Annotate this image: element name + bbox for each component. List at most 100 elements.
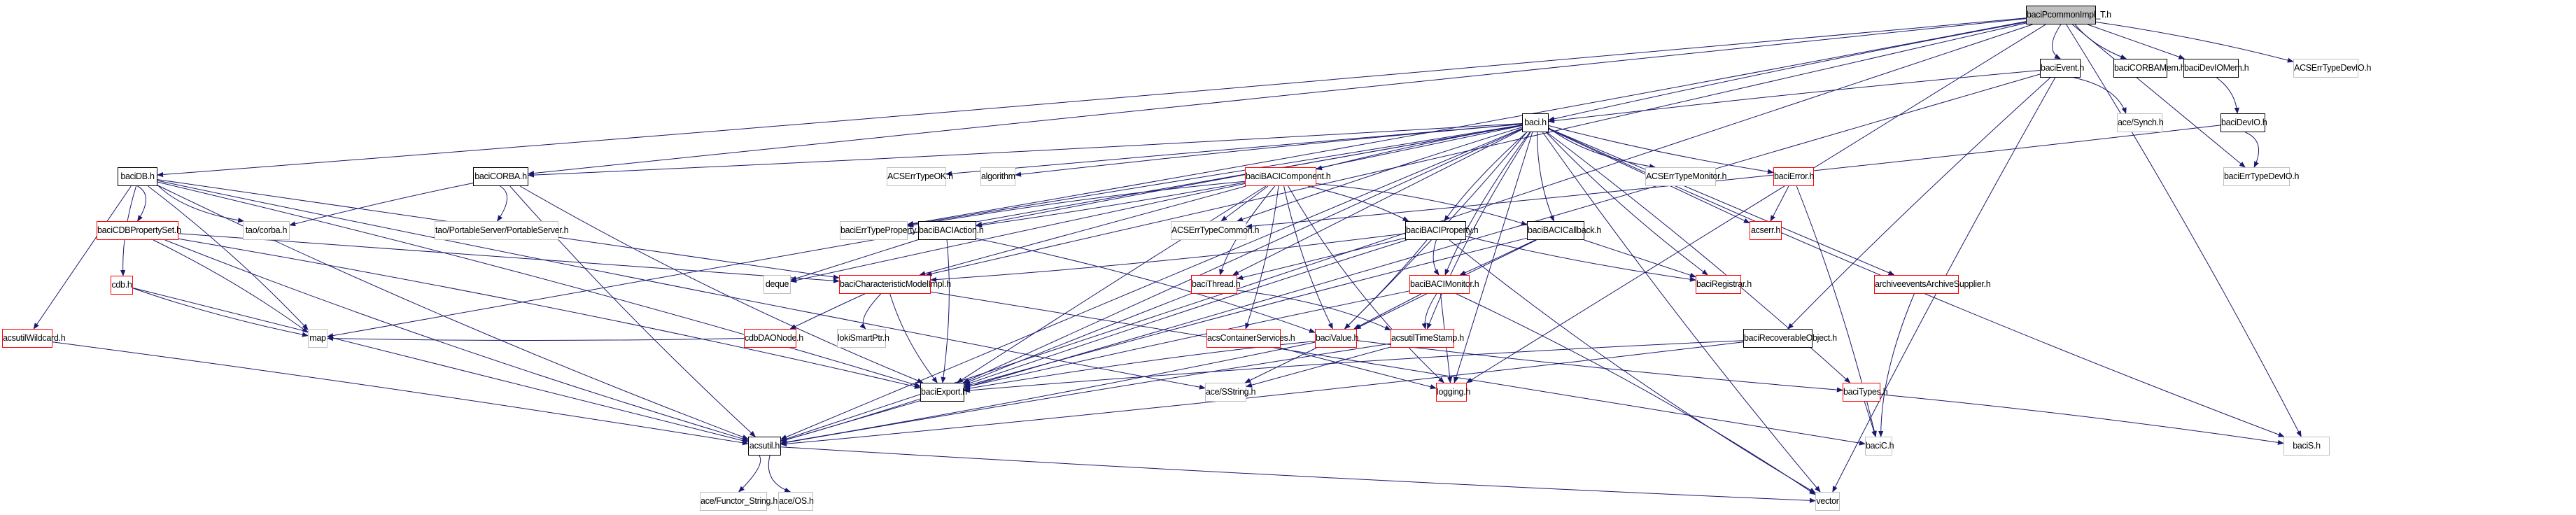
edge-baciBACIComponent-to-baciBACIProperty: [1307, 185, 1409, 222]
edge-baciCORBA-to-taoCorba: [289, 183, 474, 227]
graph-node-baci-pcommon-impl-t[interactable]: baciPcommonImpl_T.h: [2026, 6, 2111, 24]
edge-baci-to-algorithm: [1015, 123, 1523, 177]
graph-node-baci-recoverable-object[interactable]: baciRecoverableObject.h: [1743, 329, 1837, 348]
graph-node-loki-smart-ptr[interactable]: lokiSmartPtr.h: [837, 329, 889, 348]
graph-node-acsutil[interactable]: acsutil.h: [748, 437, 781, 456]
edge-baciEvent-to-baci: [1548, 70, 2041, 124]
edge-baciBACIComponent-to-baciExport: [956, 185, 1267, 383]
graph-node-baci-baciaction[interactable]: baciBACIAction.h: [918, 221, 984, 240]
edge-baciPcommonImpl_T-to-baciErrTypeDevIO: [2072, 24, 2246, 168]
edge-baciEvent-to-aceSynch: [2074, 77, 2127, 114]
graph-node-logging[interactable]: logging.h: [1436, 383, 1470, 402]
graph-node-baci-error[interactable]: baciError.h: [1773, 167, 1814, 186]
edge-baciPcommonImpl_T-to-baciErrTypeProperty: [907, 21, 2027, 226]
edge-baciError-to-acserr: [1770, 185, 1789, 222]
graph-node-vector[interactable]: vector: [1815, 492, 1840, 511]
graph-node-ace-synch[interactable]: ace/Synch.h: [2117, 113, 2164, 132]
graph-node-baci-bacicomponent[interactable]: baciBACIComponent.h: [1245, 167, 1331, 186]
graph-node-baci-baciproperty[interactable]: baciBACIProperty.h: [1405, 221, 1479, 240]
edge-baciPcommonImpl_T-to-baciCORBAMem: [2074, 24, 2127, 59]
graph-node-algorithm[interactable]: algorithm: [980, 167, 1015, 186]
edge-baci-to-baciBACIProperty: [1444, 132, 1527, 222]
edge-baciEvent-to-baciRecoverableObject: [1787, 77, 2051, 330]
graph-node-acserr-type-ok[interactable]: ACSErrTypeOK.h: [887, 167, 953, 186]
graph-node-baci-types[interactable]: baciTypes.h: [1843, 383, 1888, 402]
graph-node-cdb-daonode[interactable]: cdbDAONode.h: [744, 329, 803, 348]
graph-node-baci-value[interactable]: baciValue.h: [1315, 329, 1358, 348]
graph-node-baci-export[interactable]: baciExport.h: [920, 383, 967, 402]
edge-baciDevIO-to-baciErrTypeDevIO: [2245, 132, 2260, 168]
edge-baciBACICallback-to-baciBACIMonitor: [1459, 239, 1536, 276]
edge-archiveeventsArchiveSupplier-to-baciC: [1878, 293, 1915, 437]
edge-baci-to-baciBACICallback: [1537, 132, 1554, 222]
graph-node-acserr[interactable]: acserr.h: [1750, 221, 1782, 240]
graph-node-cdb[interactable]: cdb.h: [111, 276, 133, 295]
edge-acsutil-to-vector: [780, 446, 1816, 503]
edge-baciDB-to-baciCDBPropertySet: [137, 185, 146, 222]
edge-baciDB-to-acsutilWildcard: [33, 185, 132, 330]
edge-baciBACIComponent-to-logging: [1288, 185, 1444, 383]
graph-node-baci-cdbproperty-set[interactable]: baciCDBPropertySet.h: [97, 221, 181, 240]
edge-baciBACIAction-to-baciExport: [941, 239, 950, 383]
edge-acsutilTimeStamp-to-acsutil: [780, 343, 1391, 445]
graph-node-baci-dev-iomem[interactable]: baciDevIOMem.h: [2183, 59, 2249, 78]
edge-baciCDBPropertySet-to-acsutil: [164, 239, 749, 442]
edge-baciPcommonImpl_T-to-baciEvent: [2052, 24, 2062, 59]
graph-node-baci-bacicallback[interactable]: baciBACICallback.h: [1527, 221, 1601, 240]
graph-node-ace-functor-string[interactable]: ace/Functor_String.h: [700, 492, 777, 511]
graph-node-acsutil-time-stamp[interactable]: acsutilTimeStamp.h: [1391, 329, 1464, 348]
graph-node-baci[interactable]: baci.h: [1522, 113, 1549, 132]
graph-node-baci-event[interactable]: baciEvent.h: [2040, 59, 2084, 78]
graph-node-tao-corba[interactable]: tao/corba.h: [243, 221, 290, 240]
graph-node-ace-os[interactable]: ace/OS.h: [778, 492, 814, 511]
edge-baciBACIComponent-to-acsContainerServices: [1245, 185, 1279, 330]
graph-node-baci-err-type-property[interactable]: baciErrTypeProperty.h: [840, 221, 922, 240]
graph-node-baci-c[interactable]: baciC.h: [1865, 437, 1894, 456]
edge-acsutilTimeStamp-to-aceSString: [1246, 346, 1391, 388]
graph-node-acserr-type-dev-io[interactable]: ACSErrTypeDevIO.h: [2293, 59, 2372, 78]
graph-node-acsutil-wildcard[interactable]: acsutilWildcard.h: [2, 329, 66, 348]
edge-baciBACIAction-to-baciValue: [976, 238, 1316, 333]
graph-node-ace-sstring[interactable]: ace/SString.h: [1205, 383, 1255, 402]
graph-node-acserr-type-monitor[interactable]: ACSErrTypeMonitor.h: [1645, 167, 1726, 186]
edge-acsutilWildcard-to-acsutil: [52, 341, 749, 446]
edge-baciBACICallback-to-baciRegistrar: [1584, 239, 1696, 278]
graph-node-deque[interactable]: deque: [763, 275, 791, 294]
edge-baci-to-baciRegistrar: [1545, 132, 1708, 276]
graph-node-baci-s[interactable]: baciS.h: [2283, 437, 2330, 456]
graph-node-baci-corba[interactable]: baciCORBA.h: [473, 167, 528, 186]
edge-baciPcommonImpl_T-to-baciS: [2066, 24, 2302, 437]
edge-baciExport-to-acsutil: [780, 398, 921, 442]
graph-node-baci-err-type-dev-io[interactable]: baciErrTypeDevIO.h: [2223, 167, 2299, 186]
edge-baciCORBA-to-taoPortableServer: [497, 185, 507, 222]
edge-baciDB-to-aceSString: [157, 180, 1206, 390]
edge-baciDB-to-map: [148, 185, 309, 330]
edge-baciPcommonImpl_T-to-ACSErrTypeDevIO: [2095, 22, 2294, 63]
edge-baci-to-ACSErrTypeCommon: [1237, 127, 1523, 222]
edge-baciBACIProperty-to-baciBACIMonitor: [1433, 239, 1440, 276]
graph-node-tao-portable-server[interactable]: tao/PortableServer/PortableServer.h: [435, 221, 569, 240]
edge-baciThread-to-acsutilTimeStamp: [1237, 290, 1391, 331]
graph-node-baci-registrar[interactable]: baciRegistrar.h: [1696, 275, 1752, 294]
graph-node-map[interactable]: map: [308, 329, 328, 348]
graph-node-baci-db[interactable]: baciDB.h: [118, 167, 157, 186]
edge-baciBACIProperty-to-baciRegistrar: [1465, 236, 1696, 282]
graph-node-baci-characteristic-model-impl[interactable]: baciCharacteristicModelImpl.h: [839, 275, 951, 294]
graph-node-baci-dev-io[interactable]: baciDevIO.h: [2220, 113, 2267, 132]
edge-baci-to-baciErrTypeProperty: [907, 125, 1523, 227]
graph-node-baci-thread[interactable]: baciThread.h: [1191, 275, 1241, 294]
graph-node-baci-bacimonitor[interactable]: baciBACIMonitor.h: [1409, 275, 1479, 294]
edge-baciBACIMonitor-to-baciValue: [1353, 293, 1422, 330]
graph-node-acserr-type-common[interactable]: ACSErrTypeCommon.h: [1171, 221, 1260, 240]
edge-cdb-to-acsutil: [132, 288, 749, 444]
graph-node-baci-corbamem[interactable]: baciCORBAMem.h: [2113, 59, 2186, 78]
edge-baci-to-baciExport: [962, 128, 1523, 383]
edge-baciPcommonImpl_T-to-logging: [1466, 24, 2046, 383]
edge-baciCharacteristicModelImpl-to-cdbDAONode: [789, 293, 865, 330]
edge-baciBACIComponent-to-baciCharacteristicModelImpl: [919, 185, 1246, 276]
graph-node-acs-container-services[interactable]: acsContainerServices.h: [1206, 329, 1295, 348]
edge-baciTypes-to-baciC: [1864, 401, 1877, 437]
edge-baciValue-to-baciTypes: [1356, 340, 1843, 393]
graph-node-archiveevents-archive-supplier[interactable]: archiveeventsArchiveSupplier.h: [1874, 275, 1991, 294]
